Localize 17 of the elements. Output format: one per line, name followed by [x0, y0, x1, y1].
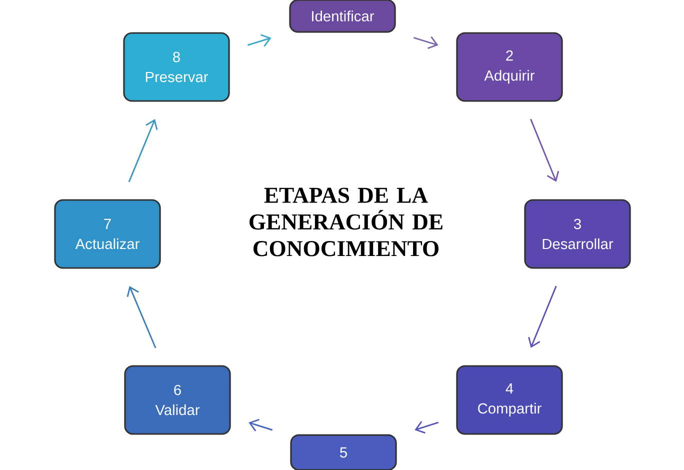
arrow — [126, 286, 156, 348]
arrow — [248, 418, 273, 432]
process-box: 4 Compartir — [456, 365, 563, 435]
arrow — [128, 119, 158, 182]
process-box: 8 Preservar — [123, 32, 230, 102]
arrow — [247, 34, 272, 47]
title: ETAPAS DE LA GENERACIÓN DE CONOCIMIENTO — [250, 188, 442, 256]
process-box: 5 — [290, 434, 397, 470]
arrow — [528, 286, 557, 348]
process-box: 6 Validar — [124, 365, 231, 435]
process-box: Identificar — [289, 0, 396, 33]
process-box: 2 Adquirir — [456, 32, 563, 102]
arrow — [414, 421, 439, 434]
arrow — [413, 36, 438, 49]
arrow — [530, 118, 560, 182]
process-box: 7 Actualizar — [54, 199, 161, 269]
process-box: 3 Desarrollar — [524, 199, 631, 269]
